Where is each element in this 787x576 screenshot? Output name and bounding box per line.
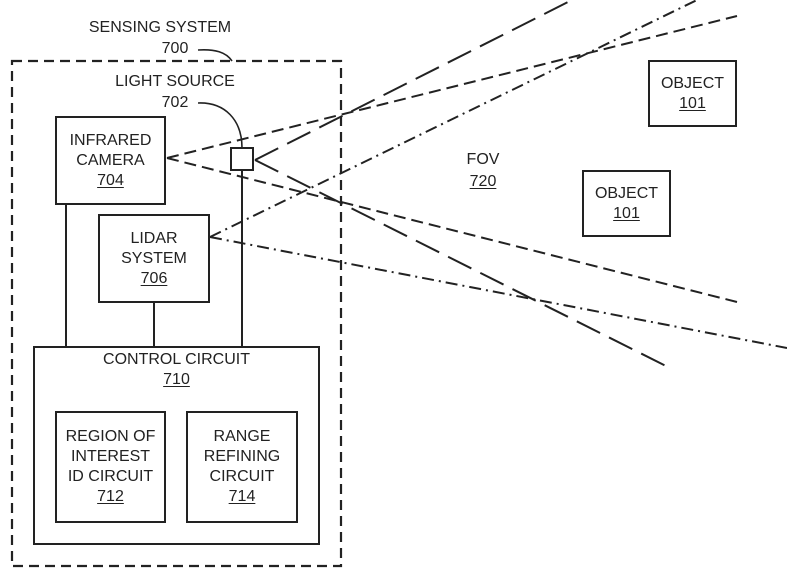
object-lower-ref: 101 bbox=[613, 204, 640, 222]
light-source-ref: 702 bbox=[161, 94, 189, 111]
roi-circuit-line2: INTEREST bbox=[70, 448, 151, 465]
control-circuit-box: CONTROL CIRCUIT 710 bbox=[33, 346, 320, 545]
sensing-system-title: SENSING SYSTEM bbox=[88, 19, 232, 36]
fov-ref: 720 bbox=[469, 173, 497, 190]
range-circuit-line3: CIRCUIT bbox=[209, 468, 275, 485]
light-beam-lower-ray bbox=[254, 159, 671, 369]
leader-702 bbox=[197, 102, 243, 149]
object-upper-ref: 101 bbox=[679, 94, 706, 112]
camera-fov-lower-ray bbox=[166, 157, 738, 303]
control-circuit-title: CONTROL CIRCUIT bbox=[103, 351, 250, 368]
lidar-system-ref: 706 bbox=[140, 269, 168, 287]
lidar-fov-lower-ray bbox=[209, 236, 787, 349]
lidar-fov-upper-ray bbox=[209, 0, 698, 238]
object-upper-title: OBJECT bbox=[660, 74, 725, 92]
light-source-title: LIGHT SOURCE bbox=[115, 73, 235, 90]
range-circuit-ref: 714 bbox=[228, 488, 256, 505]
camera-fov-upper-ray bbox=[166, 15, 738, 159]
roi-circuit-box: REGION OF INTEREST ID CIRCUIT 712 bbox=[55, 411, 166, 523]
roi-circuit-line3: ID CIRCUIT bbox=[67, 468, 154, 485]
object-box-lower: OBJECT 101 bbox=[582, 170, 671, 237]
roi-circuit-line1: REGION OF bbox=[65, 428, 156, 445]
fov-title: FOV bbox=[466, 151, 500, 168]
range-circuit-line1: RANGE bbox=[213, 428, 271, 445]
lidar-system-line2: SYSTEM bbox=[121, 249, 187, 267]
object-box-upper: OBJECT 101 bbox=[648, 60, 737, 127]
range-circuit-line2: REFINING bbox=[203, 448, 281, 465]
infrared-camera-line2: CAMERA bbox=[76, 151, 145, 169]
sensing-system-boundary bbox=[10, 59, 343, 568]
object-lower-title: OBJECT bbox=[594, 184, 659, 202]
lidar-system-box: LIDAR SYSTEM 706 bbox=[98, 214, 210, 303]
leader-700 bbox=[197, 49, 233, 62]
infrared-camera-line1: INFRARED bbox=[69, 131, 152, 149]
infrared-camera-ref: 704 bbox=[97, 171, 124, 189]
control-circuit-ref: 710 bbox=[163, 371, 190, 388]
roi-circuit-ref: 712 bbox=[97, 488, 124, 505]
range-circuit-box: RANGE REFINING CIRCUIT 714 bbox=[186, 411, 298, 523]
infrared-camera-box: INFRARED CAMERA 704 bbox=[55, 116, 166, 205]
light-source-emitter bbox=[230, 147, 254, 171]
light-beam-upper-ray bbox=[254, 0, 573, 161]
sensing-system-ref: 700 bbox=[161, 40, 189, 57]
lidar-system-line1: LIDAR bbox=[130, 229, 178, 247]
